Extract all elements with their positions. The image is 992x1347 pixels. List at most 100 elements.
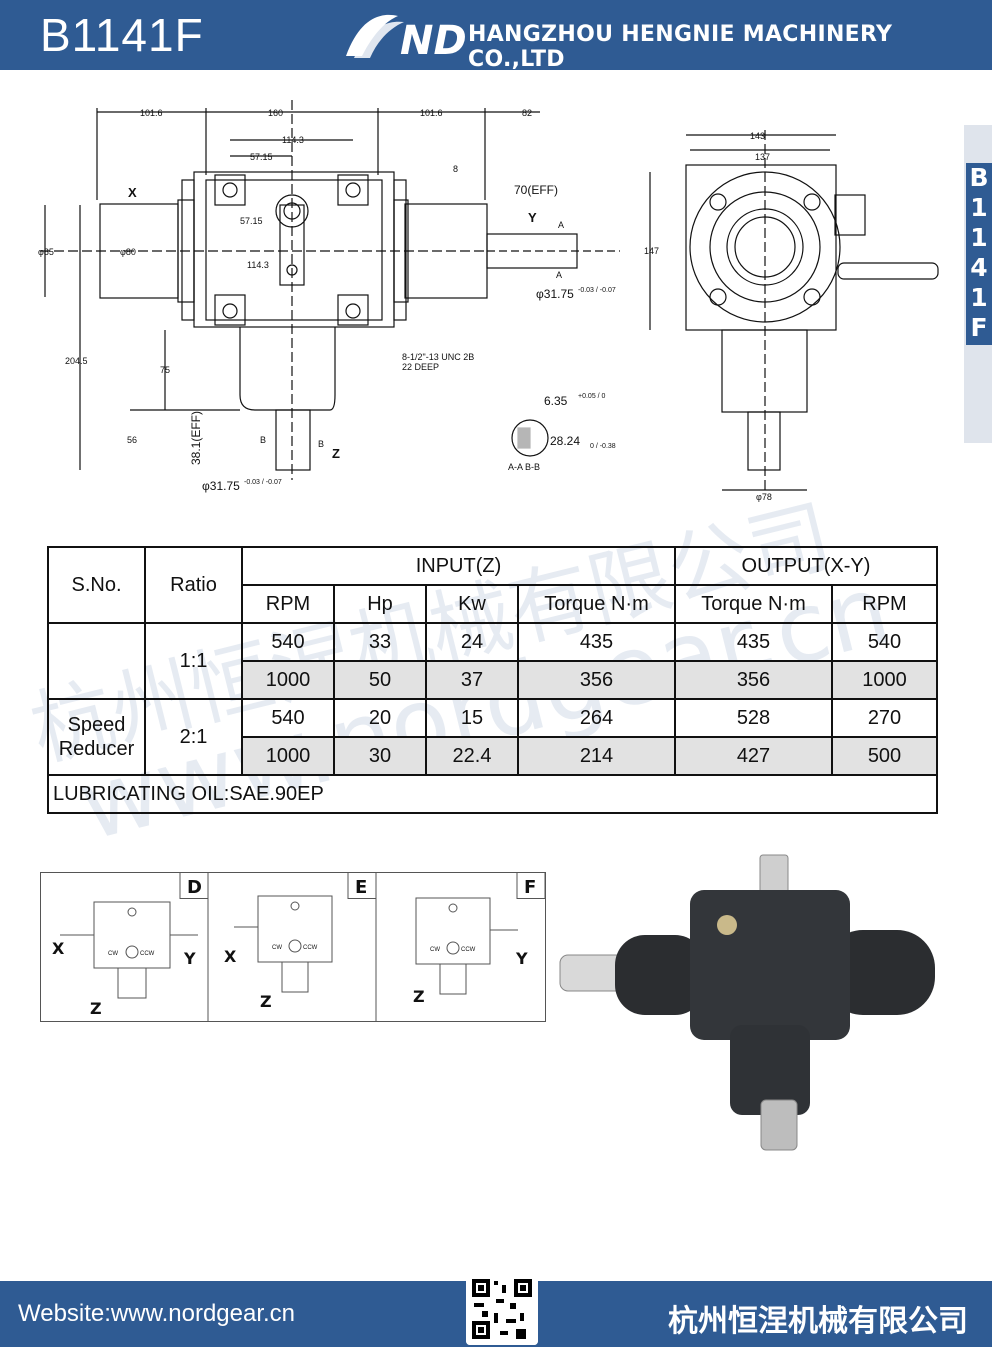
table-cell: 427: [674, 736, 833, 776]
table-cell: 24: [425, 622, 519, 662]
rotation-letter-f: F: [524, 877, 536, 898]
dim-left-3: 57.15: [240, 216, 263, 226]
table-cell: 37: [425, 660, 519, 700]
header-output: OUTPUT(X-Y): [674, 546, 938, 586]
table-cell: 33: [333, 622, 427, 662]
side-tab-char: F: [970, 313, 988, 342]
dim-left-7: 56: [127, 435, 137, 445]
side-tab-char: 1: [970, 193, 988, 222]
label-b-left: B: [260, 435, 266, 445]
thread-depth: 22 DEEP: [402, 362, 439, 372]
website-link[interactable]: Website:www.nordgear.cn: [18, 1300, 296, 1327]
table-cell: 20: [333, 698, 427, 738]
dim-left-1: φ85: [38, 247, 54, 257]
key-width: 6.35: [544, 394, 568, 408]
label-b-right: B: [318, 439, 324, 449]
rotation-letter-d: D: [187, 877, 202, 898]
model-title: B1141F: [40, 9, 204, 61]
ratio-cell: 2:1: [144, 698, 243, 776]
table-cell: 270: [831, 698, 938, 738]
dim-left-5: 204.5: [65, 356, 88, 366]
table-cell: 264: [517, 698, 676, 738]
table-cell: 540: [831, 622, 938, 662]
logo-text: ND: [400, 18, 465, 64]
rot-d-ccw: CCW: [140, 951, 155, 957]
rot-e-x: X: [224, 947, 237, 966]
rot-f-z: Z: [413, 987, 425, 1006]
rot-d-x: X: [52, 939, 65, 958]
table-cell: 22.4: [425, 736, 519, 776]
sub-header: Kw: [425, 584, 519, 624]
header-ratio: Ratio: [144, 546, 243, 624]
dim-left-4: 114.3: [247, 260, 269, 270]
header-bar: [0, 0, 992, 70]
footer-company-cn: 杭州恒涅机械有限公司: [668, 1304, 968, 1339]
qr-code: [466, 1273, 538, 1345]
table-cell: 500: [831, 736, 938, 776]
key-depth-tol: 0 / -0.38: [590, 443, 616, 450]
table-cell: 528: [674, 698, 833, 738]
table-cell: 50: [333, 660, 427, 700]
side-dim-3: 147: [644, 246, 659, 256]
label-a-top: A: [558, 220, 564, 230]
side-tab-char: 4: [970, 253, 988, 282]
company-logo: ND: [346, 14, 465, 64]
rot-f-cw: CW: [430, 947, 440, 953]
dia-tol-right: -0.03 / -0.07: [578, 287, 616, 294]
company-name: HANGZHOU HENGNIE MACHINERY CO.,LTD: [468, 22, 893, 72]
dim-top-1: 101.6: [140, 108, 163, 118]
table-cell: 356: [674, 660, 833, 700]
rot-e-z: Z: [260, 992, 272, 1011]
label-x: X: [128, 185, 137, 200]
table-cell: 356: [517, 660, 676, 700]
key-depth: 28.24: [550, 434, 580, 448]
side-tab-char: 1: [970, 283, 988, 312]
technical-drawing: 101.6 160 101.6 82 114.3 57.15 8 70(EFF)…: [38, 100, 939, 502]
table-cell: 15: [425, 698, 519, 738]
side-tab-char: B: [969, 163, 989, 192]
table-cell: 30: [333, 736, 427, 776]
rot-d-y: Y: [183, 949, 196, 968]
rotation-letter-e: E: [355, 877, 367, 898]
ratio-cell: 1:1: [144, 622, 243, 700]
label-z: Z: [332, 446, 340, 461]
rot-d-z: Z: [90, 999, 102, 1018]
dim-top-6: 57.15: [250, 152, 273, 162]
table-row: 1:1 540 33 24 435 435 540: [47, 622, 938, 700]
dim-top-8: 70(EFF): [514, 183, 558, 197]
dim-left-8: 38.1(EFF): [189, 411, 203, 465]
lubricating-oil: LUBRICATING OIL:SAE.90EP: [47, 774, 938, 814]
side-dim-2: 137: [755, 152, 770, 162]
sub-header: Torque N·m: [517, 584, 676, 624]
sub-header: Hp: [333, 584, 427, 624]
dim-left-6: 75: [160, 365, 170, 375]
sub-header: Torque N·m: [674, 584, 833, 624]
dim-top-3: 101.6: [420, 108, 443, 118]
dia-out-bottom: φ31.75: [202, 479, 240, 493]
table-cell: 435: [674, 622, 833, 662]
speed-reducer-cell: Speed Reducer: [47, 698, 146, 776]
side-tab-char: 1: [970, 223, 988, 252]
rot-e-ccw: CCW: [303, 945, 318, 951]
dim-top-4: 82: [522, 108, 532, 118]
dim-top-7: 8: [453, 164, 458, 174]
table-cell: 1000: [241, 736, 335, 776]
side-tab: B 1 1 4 1 F: [966, 163, 992, 345]
thread-spec: 8-1/2"-13 UNC 2B: [402, 352, 474, 362]
key-tol: +0.05 / 0: [578, 393, 606, 400]
section-label: A-A B-B: [508, 462, 540, 472]
dim-left-2: φ80: [120, 247, 136, 257]
dia-out-right: φ31.75: [536, 287, 574, 301]
rot-d-cw: CW: [108, 951, 118, 957]
table-cell: 214: [517, 736, 676, 776]
header-input: INPUT(Z): [241, 546, 676, 586]
table-cell: 540: [241, 698, 335, 738]
table-row: 1000 50 37 356 356 1000: [48, 660, 938, 700]
table-row: 1000 30 22.4 214 427 500: [48, 736, 938, 776]
spec-table: S.No. Ratio INPUT(Z) OUTPUT(X-Y) RPM Hp …: [47, 546, 938, 814]
label-y: Y: [528, 210, 537, 225]
sub-header: RPM: [831, 584, 938, 624]
rot-e-cw: CW: [272, 945, 282, 951]
sno-cell-1: [47, 622, 146, 700]
dia-tol-bottom: -0.03 / -0.07: [244, 479, 282, 486]
